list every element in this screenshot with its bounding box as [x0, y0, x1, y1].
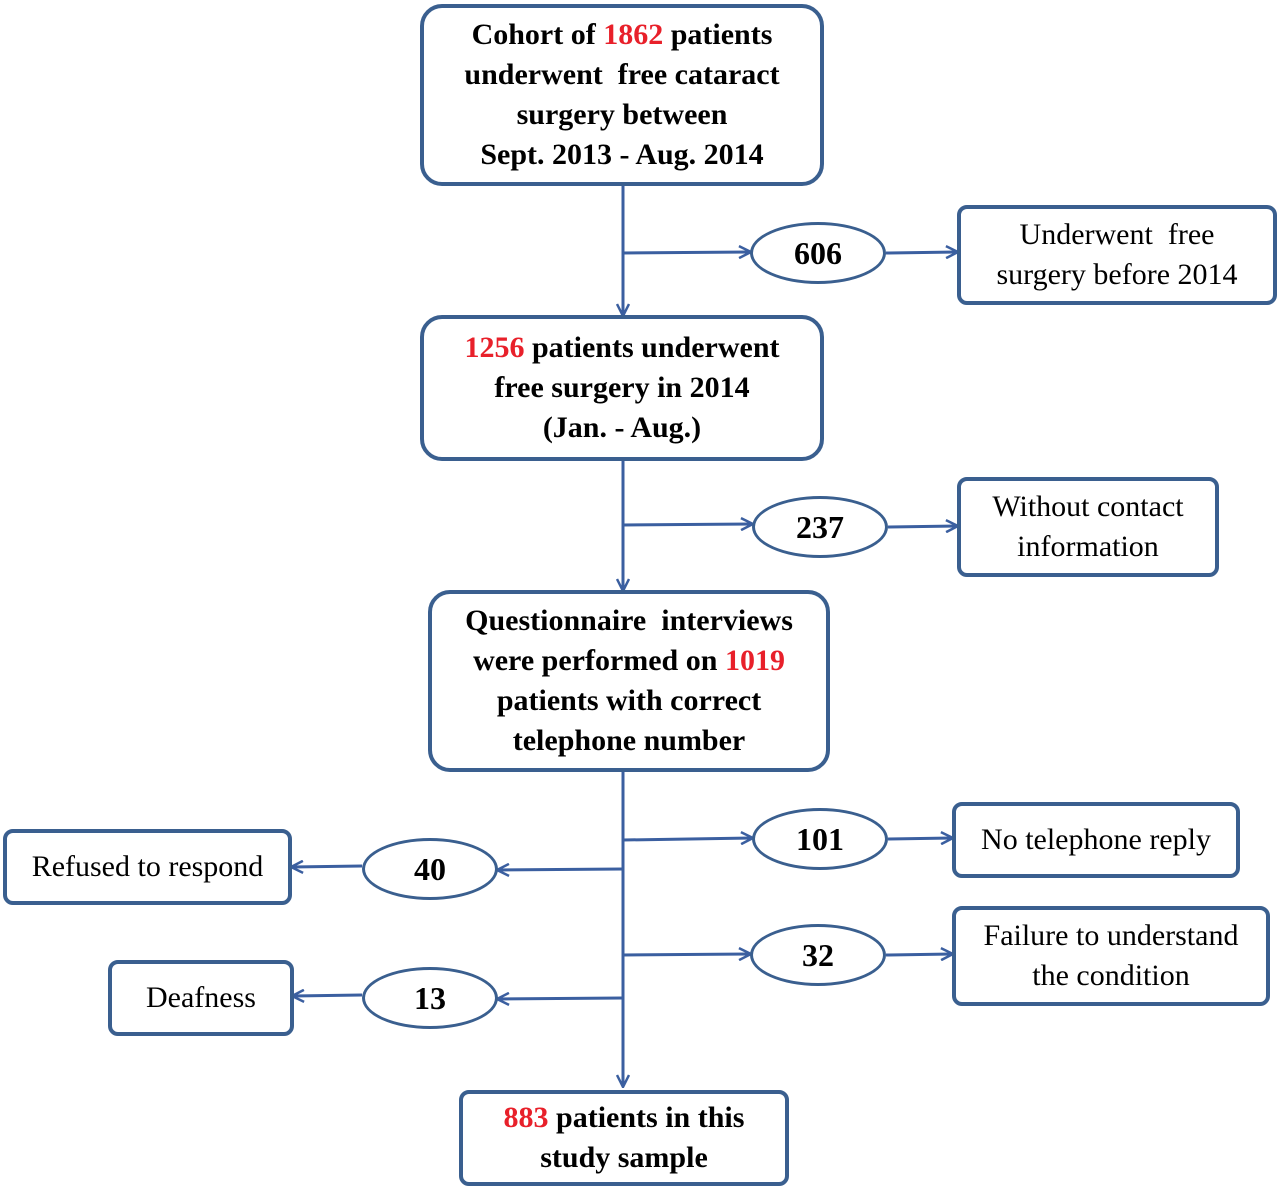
cohort-line-1: Cohort of 1862 patients: [471, 18, 773, 51]
exclusion-refused-box: Refused to respond: [3, 829, 292, 905]
cohort-line-4: Sept. 2013 - Aug. 2014: [480, 138, 764, 171]
oval-before-2014: 606: [750, 222, 886, 284]
cohort-box: Cohort of 1862 patients underwent free c…: [420, 4, 824, 186]
exclusion-failure-line-2: the condition: [1032, 959, 1190, 992]
oval-failure: 32: [750, 924, 886, 986]
final-count: 883: [503, 1101, 549, 1134]
oval-deafness: 13: [362, 967, 498, 1029]
exclusion-deafness-box: Deafness: [108, 960, 294, 1036]
exclusion-no-contact-line-1: Without contact: [992, 490, 1184, 523]
exclusion-failure-box: Failure to understand the condition: [952, 906, 1270, 1006]
arrow-to-oval-40: [498, 869, 624, 870]
interviews-box: Questionnaire interviews were performed …: [428, 590, 830, 772]
interviews-count: 1019: [724, 644, 785, 677]
exclusion-no-reply-line-1: No telephone reply: [981, 823, 1211, 856]
cohort-line-2: underwent free cataract: [464, 58, 780, 91]
exclusion-before-2014-box: Underwent free surgery before 2014: [957, 205, 1277, 305]
exclusion-no-contact-line-2: information: [1017, 530, 1159, 563]
arrow-to-oval-237: [622, 524, 752, 525]
arrow-to-oval-606: [622, 252, 750, 253]
arrow-to-oval-13: [498, 998, 624, 999]
cohort-count: 1862: [603, 18, 664, 51]
arrow-to-oval-32: [622, 954, 750, 955]
exclusion-before-2014-line-2: surgery before 2014: [996, 258, 1238, 291]
surgery-2014-line-2: free surgery in 2014: [494, 371, 750, 404]
interviews-line-3: patients with correct: [496, 684, 762, 717]
exclusion-deafness-line-1: Deafness: [146, 981, 256, 1014]
arrow-oval-237-to-box: [887, 526, 957, 527]
interviews-line-4: telephone number: [512, 724, 746, 757]
oval-refused: 40: [362, 838, 498, 900]
exclusion-before-2014-line-1: Underwent free: [1019, 218, 1215, 251]
oval-no-contact: 237: [752, 496, 888, 558]
final-line-1: 883 patients in this: [503, 1101, 745, 1134]
exclusion-no-contact-box: Without contact information: [957, 477, 1219, 577]
arrow-oval-32-to-box: [885, 954, 952, 955]
surgery-2014-box: 1256 patients underwent free surgery in …: [420, 315, 824, 461]
surgery-2014-line-1: 1256 patients underwent: [464, 331, 780, 364]
arrow-oval-40-to-box: [292, 866, 363, 867]
cohort-line-3: surgery between: [516, 98, 728, 131]
surgery-2014-line-3: (Jan. - Aug.): [542, 411, 702, 444]
exclusion-failure-line-1: Failure to understand: [983, 919, 1239, 952]
oval-no-reply: 101: [752, 808, 888, 870]
interviews-line-1: Questionnaire interviews: [465, 604, 793, 637]
surgery-2014-count: 1256: [464, 331, 525, 364]
exclusion-no-reply-box: No telephone reply: [952, 802, 1240, 878]
arrow-oval-101-to-box: [887, 838, 952, 839]
exclusion-refused-line-1: Refused to respond: [31, 850, 264, 883]
interviews-line-2: were performed on 1019: [473, 644, 785, 677]
arrow-oval-13-to-box: [293, 995, 363, 996]
arrow-oval-606-to-box: [885, 252, 957, 253]
final-sample-box: 883 patients in this study sample: [459, 1090, 789, 1186]
final-line-2: study sample: [540, 1141, 708, 1174]
arrow-to-oval-101: [622, 838, 752, 840]
